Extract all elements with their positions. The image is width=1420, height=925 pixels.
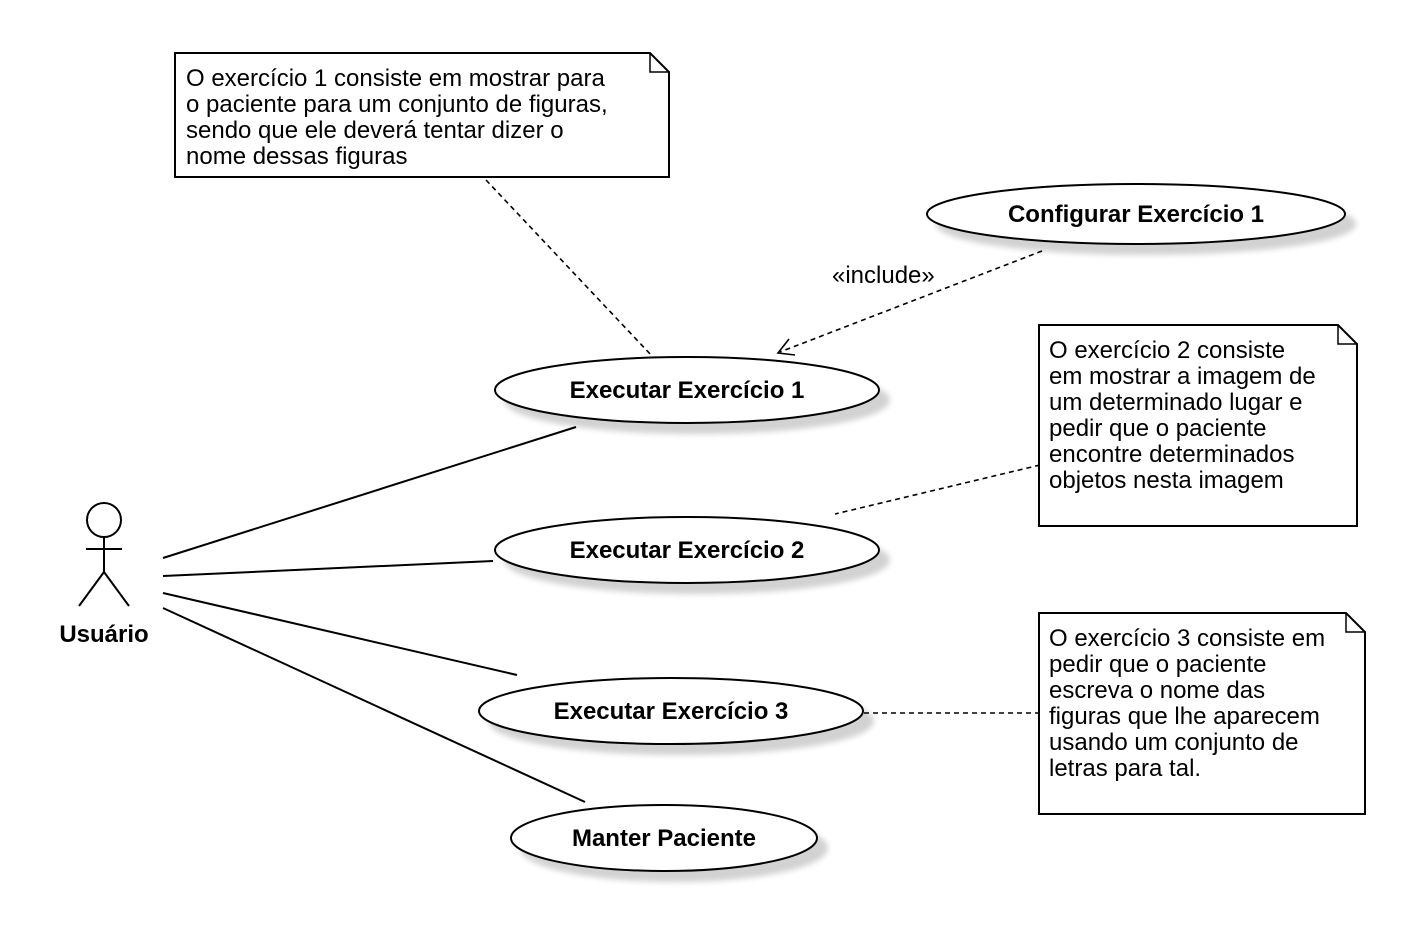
- actor-right-leg: [103, 571, 130, 607]
- note1-anchor: [485, 179, 653, 357]
- include-line: [779, 250, 1043, 353]
- use-case-ellipse: [494, 516, 880, 584]
- association-executar-2[interactable]: [162, 560, 494, 577]
- include-label: «include»: [832, 262, 935, 289]
- note-line: pedir que o paciente: [1049, 651, 1267, 678]
- include-arrowhead: [776, 338, 796, 356]
- use-case-label: Configurar Exercício 1: [1008, 201, 1264, 228]
- note-exercicio-1[interactable]: O exercício 1 consiste em mostrar para o…: [174, 52, 670, 178]
- use-case-manter-paciente[interactable]: Manter Paciente: [510, 804, 818, 872]
- use-case-ellipse: [510, 804, 818, 872]
- note-line: usando um conjunto de: [1049, 729, 1299, 756]
- use-case-label: Executar Exercício 3: [554, 698, 789, 725]
- note-fold: [1345, 613, 1365, 633]
- note-text: O exercício 2 consiste em mostrar a imag…: [1049, 337, 1322, 494]
- use-case-ellipse: [926, 183, 1346, 245]
- note-text: O exercício 3 consiste em pedir que o pa…: [1049, 625, 1332, 782]
- actor-left-leg: [78, 571, 105, 607]
- note-text: O exercício 1 consiste em mostrar para o…: [186, 65, 614, 170]
- actor-usuario[interactable]: [78, 502, 130, 607]
- use-case-label: Executar Exercício 1: [570, 377, 805, 404]
- use-case-ellipse: [494, 356, 880, 424]
- note-line: O exercício 3 consiste em: [1049, 625, 1325, 652]
- use-case-executar-2[interactable]: Executar Exercício 2: [494, 516, 880, 584]
- note-line: um determinado lugar e: [1049, 389, 1302, 416]
- note-line: O exercício 1 consiste em mostrar para: [186, 65, 605, 92]
- note-line: o paciente para um conjunto de figuras,: [186, 91, 608, 118]
- note-box: [1038, 612, 1366, 815]
- note-line: nome dessas figuras: [186, 143, 407, 170]
- note-line: escreva o nome das: [1049, 677, 1265, 704]
- note-line: O exercício 2 consiste: [1049, 337, 1285, 364]
- use-case-executar-3[interactable]: Executar Exercício 3: [478, 677, 864, 745]
- association-executar-3[interactable]: [162, 592, 518, 676]
- actor-label: Usuário: [59, 621, 148, 648]
- note-anchors: [485, 179, 1041, 714]
- note-box: [174, 52, 670, 178]
- associations: [162, 426, 586, 803]
- note-box: [1038, 324, 1358, 527]
- note-exercicio-2[interactable]: O exercício 2 consiste em mostrar a imag…: [1038, 324, 1358, 527]
- note-line: pedir que o paciente: [1049, 415, 1267, 442]
- note-line: letras para tal.: [1049, 755, 1201, 782]
- actor-head: [86, 502, 122, 538]
- note-line: encontre determinados: [1049, 441, 1294, 468]
- use-case-label: Executar Exercício 2: [570, 537, 805, 564]
- note-exercicio-3[interactable]: O exercício 3 consiste em pedir que o pa…: [1038, 612, 1366, 815]
- note-line: objetos nesta imagem: [1049, 467, 1284, 494]
- note-line: sendo que ele deverá tentar dizer o: [186, 117, 564, 144]
- note2-anchor: [834, 464, 1041, 515]
- use-case-configurar-1[interactable]: Configurar Exercício 1: [926, 183, 1346, 245]
- note-line: figuras que lhe aparecem: [1049, 703, 1320, 730]
- use-case-label: Manter Paciente: [572, 825, 756, 852]
- include-dependency[interactable]: [776, 250, 1043, 356]
- note-fold: [1337, 325, 1357, 345]
- note-fold: [649, 53, 669, 73]
- use-case-executar-1[interactable]: Executar Exercício 1: [494, 356, 880, 424]
- association-manter-paciente[interactable]: [162, 607, 586, 803]
- note-line: em mostrar a imagem de: [1049, 363, 1316, 390]
- association-executar-1[interactable]: [162, 426, 577, 559]
- use-case-ellipse: [478, 677, 864, 745]
